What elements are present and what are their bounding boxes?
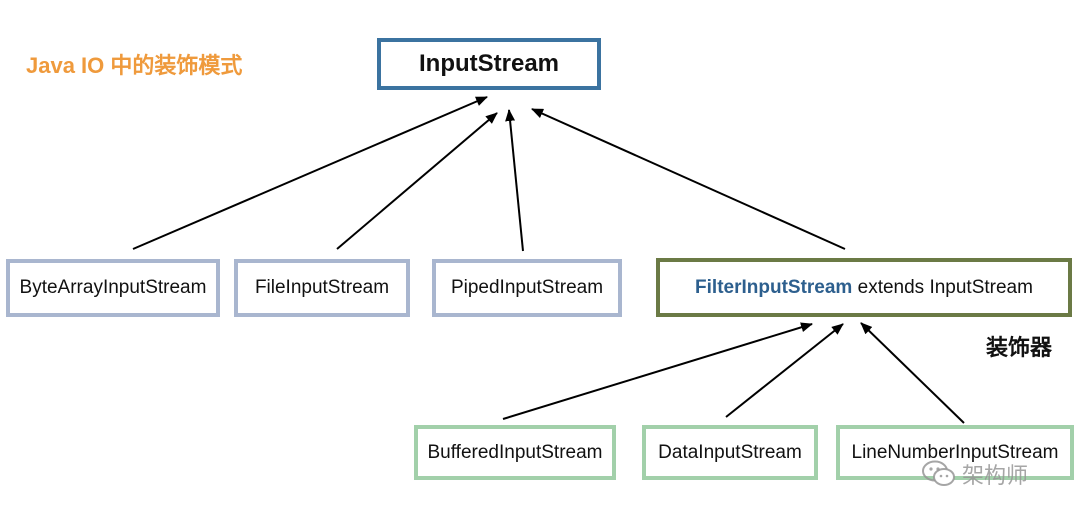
watermark: 架构师 [922,458,1028,490]
arrow-linenumber-to-filter [860,322,965,424]
decorator-role-label: 装饰器 [986,335,1053,360]
arrow-file-to-inputstream [336,112,498,250]
fileinputstream-node: FileInputStream [234,259,410,317]
filterinputstream-node: FilterInputStream extends InputStream [656,258,1072,317]
arrow-bytearray-to-inputstream [132,96,488,250]
arrow-buffered-to-filter [502,322,813,420]
pipedinputstream-node: PipedInputStream [432,259,622,317]
arrow-data-to-filter [725,323,844,418]
linenumberinputstream-node: LineNumberInputStream [836,425,1074,480]
filterinputstream-extends: extends InputStream [852,276,1033,298]
wechat-icon [922,460,956,488]
bytearrayinputstream-node: ByteArrayInputStream [6,259,220,317]
filterinputstream-name: FilterInputStream [695,276,853,298]
inputstream-node: InputStream [377,38,601,90]
arrow-piped-to-inputstream [505,109,524,252]
arrow-filter-to-inputstream [531,108,846,250]
diagram-title: Java IO 中的装饰模式 [26,53,243,78]
bufferedinputstream-node: BufferedInputStream [414,425,616,480]
watermark-text: 架构师 [962,463,1029,488]
datainputstream-node: DataInputStream [642,425,818,480]
